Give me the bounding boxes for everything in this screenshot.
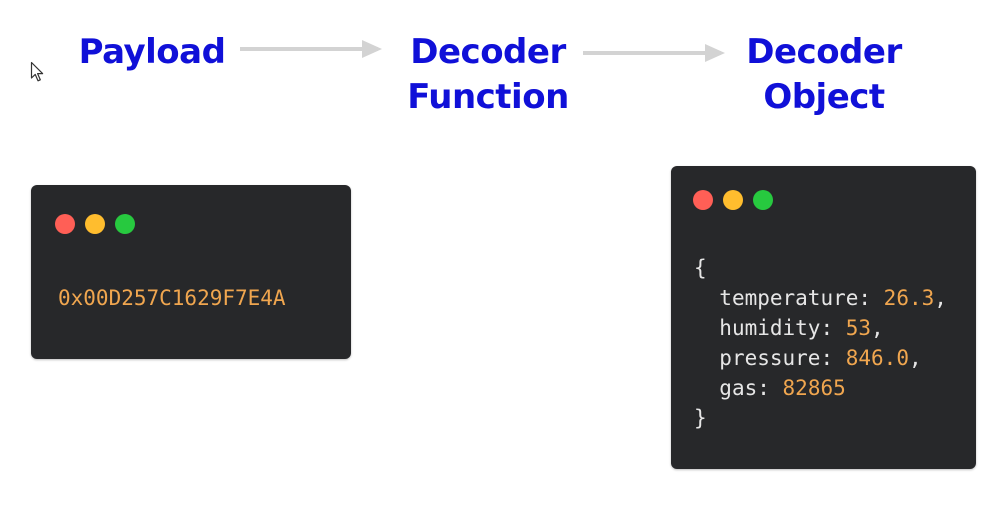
field-value-gas: 82865 [782, 376, 846, 400]
payload-hex-value: 0x00D257C1629F7E4A [58, 286, 286, 310]
field-key-gas: gas [719, 376, 758, 400]
decoder-object-label-line-1: Decoder [746, 32, 902, 72]
payload-label: Payload [62, 30, 242, 75]
decoder-object-json: { temperature: 26.3, humidity: 53, press… [694, 256, 947, 430]
arrow-function-to-object [583, 44, 725, 62]
window-controls [693, 190, 783, 212]
payload-label-text: Payload [78, 32, 226, 72]
open-brace: { [694, 256, 707, 280]
maximize-dot-icon [753, 190, 773, 210]
mouse-cursor-icon [30, 61, 44, 82]
decoder-function-label-line-1: Decoder [410, 32, 566, 72]
close-dot-icon [55, 214, 75, 234]
decoder-object-label: Decoder Object [732, 30, 916, 120]
close-brace: } [694, 406, 707, 430]
arrow-payload-to-function [240, 40, 382, 58]
decoder-object-label-line-2: Object [763, 77, 885, 117]
window-controls [55, 214, 145, 236]
decoder-function-label: Decoder Function [398, 30, 578, 120]
maximize-dot-icon [115, 214, 135, 234]
minimize-dot-icon [723, 190, 743, 210]
close-dot-icon [693, 190, 713, 210]
payload-code-window: 0x00D257C1629F7E4A [31, 185, 351, 359]
field-value-temperature: 26.3 [883, 286, 935, 310]
field-value-pressure: 846.0 [845, 346, 909, 370]
field-key-temperature: temperature [719, 286, 859, 310]
field-value-humidity: 53 [845, 316, 872, 340]
field-key-pressure: pressure [719, 346, 821, 370]
decoder-function-label-line-2: Function [407, 77, 569, 117]
minimize-dot-icon [85, 214, 105, 234]
decoder-object-code-window: { temperature: 26.3, humidity: 53, press… [671, 166, 976, 469]
field-key-humidity: humidity [719, 316, 821, 340]
